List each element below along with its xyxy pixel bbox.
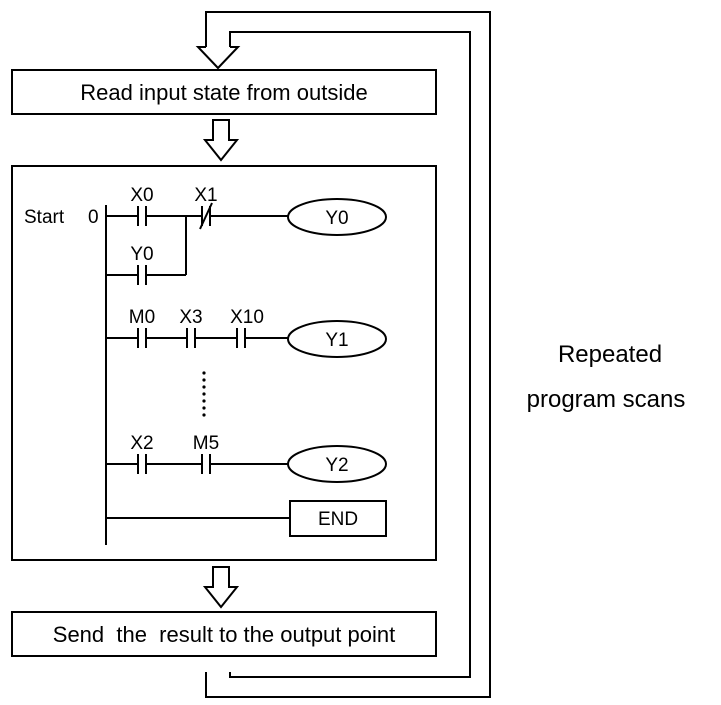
repeat-loop-arrow <box>205 11 491 698</box>
coil-y0 <box>287 198 387 236</box>
contact-label-m5: M5 <box>193 433 219 454</box>
program-scans-label: program scans <box>527 386 686 413</box>
contact-label-y0-branch: Y0 <box>130 244 153 265</box>
arrow-into-read-box <box>195 46 241 70</box>
coil-y1 <box>287 320 387 358</box>
start-label: Start <box>24 207 65 228</box>
contact-label-x1: X1 <box>194 185 217 206</box>
send-output-box: Send the result to the output point <box>11 611 437 657</box>
contact-label-x2: X2 <box>130 433 153 454</box>
ladder-diagram <box>105 198 387 545</box>
step-number: 0 <box>88 207 99 228</box>
repeated-label: Repeated <box>558 341 662 368</box>
contact-label-x10: X10 <box>230 307 264 328</box>
end-instruction-box <box>289 500 387 537</box>
coil-label-y1: Y1 <box>325 330 348 351</box>
send-output-label: Send the result to the output point <box>53 622 395 647</box>
read-input-box: Read input state from outside <box>11 69 437 115</box>
coil-label-y2: Y2 <box>325 455 348 476</box>
contact-label-m0: M0 <box>129 307 155 328</box>
arrow-into-send-box <box>202 566 240 609</box>
end-label: END <box>318 509 358 530</box>
coil-label-y0: Y0 <box>325 208 348 229</box>
read-input-label: Read input state from outside <box>80 80 367 105</box>
contact-label-x3: X3 <box>179 307 202 328</box>
contact-label-x0: X0 <box>130 185 153 206</box>
arrow-into-program-box <box>202 119 240 162</box>
continuation-dots <box>202 371 206 417</box>
coil-y2 <box>287 445 387 483</box>
